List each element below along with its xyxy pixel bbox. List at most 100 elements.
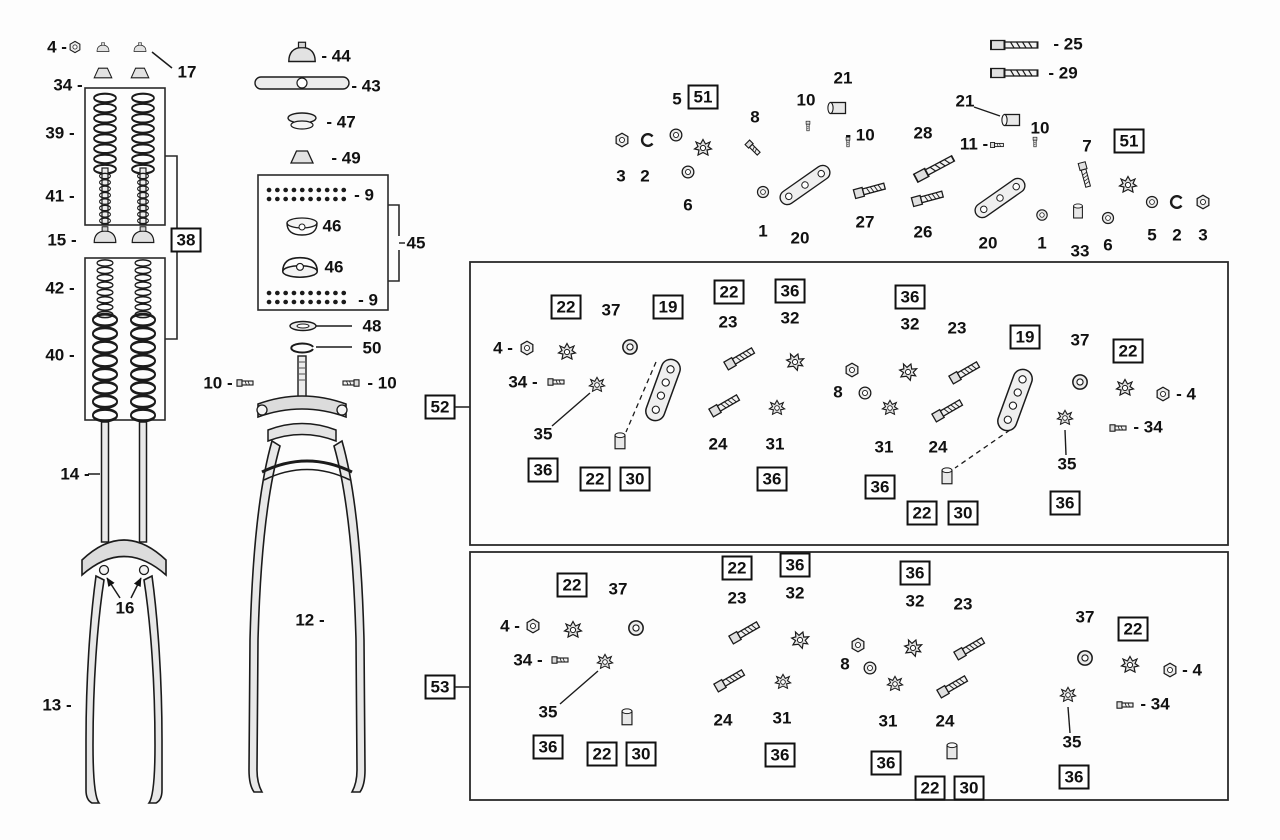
spring-washer-icon: [1169, 194, 1183, 210]
group-box-52: [469, 261, 1229, 546]
leader-35: [1067, 706, 1071, 734]
cone-cap-icon: [93, 67, 113, 79]
small-bolt-icon: [1116, 701, 1134, 709]
hex-nut-icon: [615, 132, 629, 148]
spring-rod-icon: [139, 167, 147, 225]
fork-crown-icon: [81, 539, 167, 577]
bushing-icon: [941, 467, 953, 485]
fork-rod-icon: [100, 421, 110, 543]
keyed-washer-icon: [902, 636, 925, 659]
spring-rod-icon: [101, 167, 109, 225]
bushing-icon: [621, 708, 633, 726]
fork-link-icon: [642, 355, 684, 425]
keyed-washer-icon: [897, 360, 920, 383]
spindle-bolt-icon: [936, 673, 969, 699]
crown-boss-icon: [98, 564, 110, 576]
bushing-icon: [614, 432, 626, 450]
tab-washer-icon: [693, 138, 713, 156]
spindle-bolt-icon: [723, 345, 756, 371]
center-fork-assembly: [236, 355, 366, 793]
lock-ring-icon: [290, 342, 314, 354]
hex-nut-icon: [845, 362, 859, 378]
small-bolt-icon: [744, 139, 762, 157]
tab-washer-icon: [768, 399, 786, 415]
spindle-link-icon: [776, 161, 834, 209]
small-bolt-icon: [547, 378, 565, 386]
group-box-53-parts: [526, 618, 1177, 760]
tab-washer-icon: [1115, 378, 1135, 396]
bearing-washer-icon: [290, 120, 314, 130]
clamp-ear-icon: [336, 404, 348, 416]
pinch-bolt-icon: [236, 379, 254, 387]
spindle-bolt-icon: [713, 667, 746, 693]
spindle-link-icon: [971, 174, 1029, 222]
top-right-linkage-parts: [615, 39, 1210, 225]
small-bolt-icon: [551, 656, 569, 664]
thick-washer-icon: [1077, 650, 1093, 666]
leader-35: [551, 392, 591, 427]
tab-washer-icon: [886, 675, 904, 691]
left-spring-assembly: [69, 40, 173, 423]
steering-stem-parts: [254, 41, 352, 354]
bushing-icon: [1001, 113, 1021, 127]
cone-cap-icon: [130, 67, 150, 79]
thick-washer-icon: [622, 339, 638, 355]
main-spring-icon: [91, 312, 119, 423]
long-spindle-icon: [990, 67, 1039, 79]
lower-clamp-icon: [267, 422, 337, 443]
fork-rod-icon: [138, 421, 148, 543]
clamp-bar-hole-icon: [296, 77, 308, 89]
keyed-washer-icon: [784, 350, 807, 373]
bearing-cup-icon: [286, 217, 318, 236]
long-spindle-icon: [990, 39, 1039, 51]
left-girder-fork: [81, 421, 167, 804]
thick-washer-icon: [628, 620, 644, 636]
arrow-16-right: [130, 577, 142, 599]
leader-35: [1064, 429, 1067, 456]
washer-icon: [669, 128, 683, 142]
bushing-icon: [827, 101, 847, 115]
thick-washer-icon: [1072, 374, 1088, 390]
spindle-bolt-icon: [931, 397, 964, 423]
bearing-cup-icon: [281, 256, 319, 279]
group-frames: [84, 87, 1229, 801]
spindle-bolt-icon: [910, 189, 945, 208]
flat-washer-hole-icon: [296, 323, 310, 329]
long-spindle-icon: [912, 153, 956, 183]
crown-boss-icon: [138, 564, 150, 576]
washer-icon: [681, 165, 695, 179]
fork-leg-left-icon: [85, 574, 105, 804]
spindle-bolt-icon: [953, 635, 986, 661]
washer-icon: [756, 185, 770, 199]
group-box-bearing-set-45: [257, 174, 389, 311]
tab-washer-icon: [881, 399, 899, 415]
pinch-bolt-icon: [342, 379, 360, 387]
tab-washer-icon: [1118, 175, 1138, 193]
tab-washer-icon: [774, 673, 792, 689]
main-spring-icon: [130, 92, 156, 175]
fork-leg-left-icon: [248, 439, 281, 793]
bearing-cone-icon: [290, 150, 314, 164]
hex-nut-icon: [851, 637, 865, 653]
leader-17: [151, 51, 173, 69]
washer-icon: [1036, 209, 1048, 221]
grease-nipple-icon: [845, 136, 851, 148]
tab-washer-icon: [557, 342, 577, 360]
fork-brace-icon: [261, 459, 353, 474]
tab-washer-icon: [1120, 655, 1140, 673]
hex-nut-icon: [526, 618, 540, 634]
spring-washer-icon: [640, 132, 654, 148]
washer-icon: [863, 661, 877, 675]
bracket-45: [388, 204, 405, 282]
tab-washer-icon: [596, 653, 614, 669]
bracket-38: [165, 155, 178, 340]
hex-nut-icon: [1156, 386, 1170, 402]
fine-spring-icon: [96, 259, 114, 319]
leader-21: [973, 106, 1001, 117]
washer-icon: [1101, 211, 1115, 225]
acorn-nut-icon: [93, 226, 117, 244]
spindle-bolt-icon: [708, 392, 741, 418]
hex-nut-icon: [1196, 194, 1210, 210]
